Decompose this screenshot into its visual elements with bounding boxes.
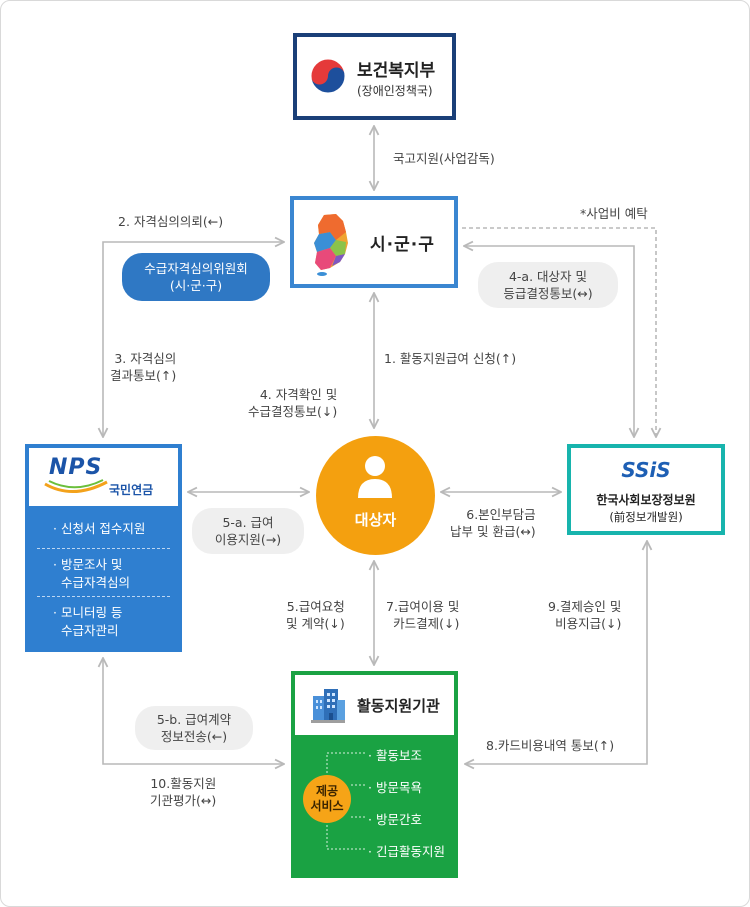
- nps-item: · 모니터링 등 수급자관리: [53, 605, 123, 638]
- taegeuk-icon: [310, 58, 346, 94]
- nps-box: NPS 국민연금 · 신청서 접수지원 · 방문조사 및 수급자격심의 · 모니…: [25, 444, 182, 652]
- arrow-city-ssis: [464, 246, 634, 437]
- nps-sub: 국민연금: [109, 483, 154, 497]
- person-icon: [358, 456, 392, 498]
- label-step9: 9.결제승인 및 비용지급(↓): [548, 599, 622, 631]
- label-step7: 7.급여이용 및 카드결제(↓): [386, 599, 460, 631]
- service-item: · 긴급활동지원: [368, 844, 445, 859]
- committee-pill: 수급자격심의위원회 (시·군·구): [122, 253, 270, 301]
- agency-box: 활동지원기관 제공 서비스 · 활동보조 · 방문목욕 · 방문간호 · 긴급활…: [291, 671, 458, 878]
- label-step2: 2. 자격심의의뢰(←): [118, 214, 224, 229]
- service-bracket: [326, 752, 365, 850]
- arrow-ssis-agency: [465, 541, 647, 764]
- arrow-nps-agency: [103, 658, 284, 764]
- person-name: 대상자: [354, 511, 397, 529]
- nps-divider: [37, 548, 170, 549]
- label-national-support: 국고지원(사업감독): [393, 151, 495, 166]
- notify-4a-pill: 4-a. 대상자 및 등급결정통보(↔): [478, 262, 618, 308]
- services-badge: 제공 서비스: [303, 775, 351, 823]
- service-item: · 방문목욕: [368, 780, 422, 795]
- nps-divider: [37, 596, 170, 597]
- label-step3: 3. 자격심의 결과통보(↑): [110, 351, 177, 383]
- nps-swoosh-icon: [44, 479, 108, 494]
- agency-name: 활동지원기관: [357, 697, 440, 715]
- label-step6: 6.본인부담금 납부 및 환급(↔): [450, 507, 536, 539]
- korea-map-icon: [314, 214, 348, 276]
- label-step8: 8.카드비용내역 통보(↑): [486, 738, 615, 753]
- use-5a-pill: 5-a. 급여 이용지원(→): [192, 508, 304, 554]
- ssis-box: SSiS 한국사회보장정보원 (前정보개발원): [567, 444, 725, 535]
- building-icon: [311, 689, 345, 723]
- ssis-name: 한국사회보장정보원: [596, 493, 696, 507]
- label-budget-deposit: *사업비 예탁: [580, 206, 648, 221]
- arrow-city-nps: [103, 242, 284, 437]
- nps-header: NPS 국민연금: [29, 448, 178, 506]
- agency-header: 활동지원기관: [295, 675, 454, 735]
- label-step1: 1. 활동지원급여 신청(↑): [384, 351, 517, 366]
- nps-item: · 방문조사 및 수급자격심의: [53, 557, 130, 590]
- label-step10: 10.활동지원 기관평가(↔): [150, 776, 217, 808]
- label-step5: 5.급여요청 및 계약(↓): [286, 599, 345, 631]
- arrow-budget-deposit: [462, 227, 656, 437]
- service-item: · 방문간호: [368, 812, 422, 827]
- ministry-name: 보건복지부: [357, 61, 436, 81]
- city-box: 시·군·구: [290, 196, 458, 288]
- contract-5b-pill: 5-b. 급여계약 정보전송(←): [135, 706, 253, 750]
- ssis-sub: (前정보개발원): [609, 510, 683, 524]
- nps-item: · 신청서 접수지원: [53, 521, 146, 536]
- ssis-logo: SSiS: [621, 458, 671, 482]
- label-step4: 4. 자격확인 및 수급결정통보(↓): [248, 387, 338, 419]
- person-circle: 대상자: [316, 436, 435, 555]
- ministry-box: 보건복지부 (장애인정책국): [293, 33, 456, 120]
- ministry-sub: (장애인정책국): [357, 84, 433, 98]
- ssis-inner: SSiS 한국사회보장정보원 (前정보개발원): [571, 448, 721, 531]
- city-name: 시·군·구: [370, 235, 435, 255]
- nps-logo: NPS: [49, 455, 103, 480]
- service-item: · 활동보조: [368, 748, 422, 763]
